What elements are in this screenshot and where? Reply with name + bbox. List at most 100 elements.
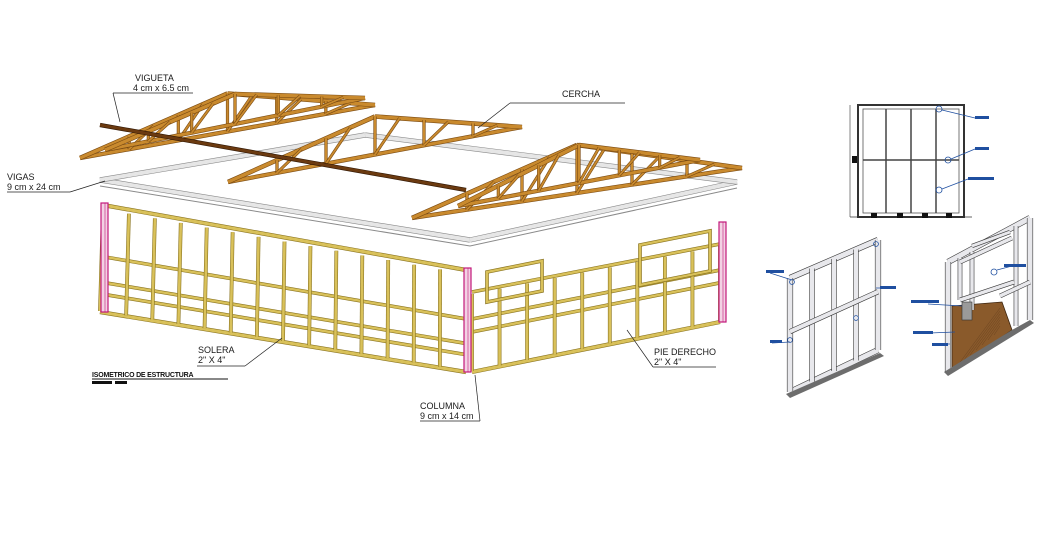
- left-wall-pie-derecho-fill: [229, 232, 234, 333]
- corner-leader: [927, 303, 963, 307]
- corner-tag: [932, 343, 948, 346]
- left-wall-solera-fill: [99, 310, 467, 374]
- truss-web-diagonal-fill: [578, 147, 600, 184]
- drawing-title-block: ISOMETRICO DE ESTRUCTURA: [92, 372, 228, 384]
- pie-derecho-name: PIE DERECHO: [654, 347, 716, 357]
- truss-web-diagonal-fill: [147, 121, 171, 143]
- corner-base: [944, 320, 1034, 376]
- label-vigueta: VIGUETA 4 cm x 6.5 cm: [112, 73, 193, 123]
- cercha-name: CERCHA: [562, 89, 600, 99]
- wall-corner-isometric-detail: [911, 215, 1034, 376]
- truss-web-diagonal-fill: [537, 154, 560, 192]
- left-wall-pie-derecho-fill: [177, 222, 183, 324]
- truss-web-diagonal-fill: [190, 102, 215, 134]
- window-frame-fill: [485, 259, 544, 304]
- floor-board: [981, 319, 1001, 346]
- vigas-beam-fill: [469, 180, 738, 242]
- panel-tag: [766, 270, 784, 273]
- corner-pipe: [961, 301, 973, 321]
- panel-leader: [769, 272, 793, 281]
- left-wall-pie-derecho-fill: [333, 250, 338, 350]
- columna-dim: 9 cm x 14 cm: [420, 411, 474, 421]
- solera-dim: 2" X 4": [198, 355, 225, 365]
- floor-board: [993, 325, 1001, 336]
- floor-board: [957, 307, 1001, 366]
- drawing-title: ISOMETRICO DE ESTRUCTURA: [92, 372, 194, 379]
- left-wall-pie-derecho-fill: [203, 227, 209, 329]
- vigas-dim: 9 cm x 24 cm: [7, 182, 61, 192]
- corner-member-fill: [959, 236, 1013, 264]
- left-wall-pie-derecho-fill: [386, 260, 390, 359]
- corner-member-fill: [971, 230, 1011, 248]
- panel-member-fill: [789, 289, 879, 334]
- columna-name: COLUMNA: [420, 401, 465, 411]
- corner-tag: [913, 331, 933, 334]
- panel-bolt: [789, 279, 795, 285]
- cercha-trusses: [79, 91, 743, 221]
- truss-web-diagonal-fill: [276, 98, 302, 124]
- truss-web-diagonal-fill: [374, 117, 401, 156]
- corner-member-fill: [999, 280, 1031, 298]
- vigas-name: VIGAS: [7, 172, 35, 182]
- floor-board: [975, 316, 1001, 351]
- corner-tag: [911, 300, 939, 303]
- panel-bolt: [787, 337, 793, 343]
- panel-base: [786, 353, 884, 398]
- truss-web-diagonal-fill: [472, 124, 498, 137]
- label-columna: COLUMNA 9 cm x 14 cm: [420, 374, 481, 422]
- label-cercha: CERCHA: [477, 89, 625, 129]
- vigueta-name: VIGUETA: [135, 73, 174, 83]
- truss-web-diagonal-fill: [423, 121, 450, 146]
- truss-web-diagonal-fill: [234, 94, 258, 125]
- vigas-beam-fill: [99, 178, 471, 242]
- window-frame-fill: [638, 229, 712, 287]
- left-wall-pie-derecho-fill: [255, 236, 260, 337]
- vigueta-dim: 4 cm x 6.5 cm: [133, 83, 189, 93]
- truss-web-diagonal-fill: [276, 148, 303, 174]
- label-vigas: VIGAS 9 cm x 24 cm: [7, 172, 106, 193]
- left-wall-pie-derecho-fill: [281, 241, 286, 342]
- truss-web-diagonal-fill: [321, 96, 344, 108]
- vigas-beam-edge: [99, 185, 738, 247]
- truss-web-diagonal-fill: [659, 156, 681, 169]
- columna-right: [718, 221, 727, 323]
- columna-left: [100, 202, 109, 313]
- wall-studs: [98, 202, 722, 375]
- panel-tag: [770, 340, 782, 343]
- columns: [100, 202, 727, 373]
- floor-board: [963, 310, 1001, 361]
- truss-web-diagonal-fill: [277, 95, 301, 117]
- left-wall-pie-derecho-fill: [124, 213, 131, 316]
- left-wall-pie-derecho-fill: [360, 255, 364, 354]
- truss-web-diagonal-fill: [325, 126, 352, 165]
- truss-web-diagonal-fill: [576, 148, 606, 194]
- corner-member-fill: [959, 280, 1015, 302]
- corner-leader: [929, 331, 956, 334]
- truss-web-diagonal-fill: [497, 174, 520, 199]
- vigueta-purlin-fill: [99, 123, 467, 192]
- wall-panel-isometric-detail: [766, 237, 896, 398]
- right-wall-rail-fill: [471, 281, 721, 334]
- right-wall-solera-fill: [471, 320, 721, 374]
- pie-derecho-dim: 2" X 4": [654, 357, 681, 367]
- truss-web-diagonal-fill: [686, 163, 715, 178]
- panel-bolt: [873, 241, 879, 247]
- wall-panel-elevation-detail: [849, 104, 994, 218]
- panel-bolt: [853, 315, 859, 321]
- left-wall-top-plate-fill: [102, 203, 467, 272]
- corner-tag: [1004, 264, 1026, 267]
- left-wall-pie-derecho-fill: [150, 218, 157, 320]
- panel-tag: [880, 286, 896, 289]
- solera-name: SOLERA: [198, 345, 235, 355]
- label-pie-derecho: PIE DERECHO 2" X 4": [626, 329, 716, 368]
- truss-web-diagonal-fill: [325, 102, 351, 115]
- corner-bolt: [990, 268, 998, 276]
- right-wall-header-fill: [471, 242, 721, 294]
- truss-web-diagonal-fill: [618, 151, 641, 176]
- floor-board: [969, 313, 1001, 356]
- label-solera: SOLERA 2" X 4": [197, 337, 283, 367]
- floor-board: [987, 322, 1001, 341]
- left-wall-pie-derecho-fill: [307, 246, 312, 346]
- columna-corner: [463, 267, 472, 373]
